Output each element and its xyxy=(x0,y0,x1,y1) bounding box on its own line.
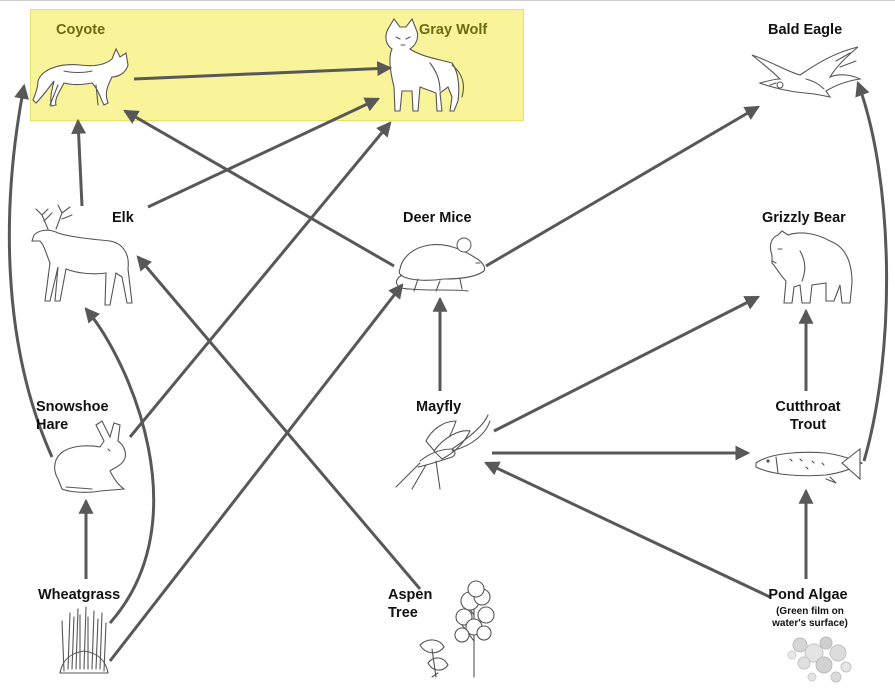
grizzly-bear-label: Grizzly Bear xyxy=(762,210,846,226)
wheatgrass-icon xyxy=(59,606,109,674)
mayfly-icon xyxy=(395,414,491,490)
arrow-trout-to-bald-eagle xyxy=(855,80,889,462)
cutthroat-trout-label-line1: Cutthroat xyxy=(775,399,841,415)
wheatgrass-label: Wheatgrass xyxy=(38,587,121,603)
cutthroat-trout-label-line2: Trout xyxy=(789,417,827,433)
bald-eagle-icon xyxy=(751,46,862,98)
bald-eagle-label: Bald Eagle xyxy=(768,22,843,38)
energy-flow-arrows xyxy=(7,61,889,662)
arrow-deer-mice-to-bald-eagle xyxy=(485,105,760,268)
pond-algae-note-line1: (Green film on xyxy=(776,606,844,617)
arrow-coyote-to-gray-wolf xyxy=(133,61,393,81)
arrow-deer-mice-to-coyote xyxy=(123,109,395,268)
aspen-tree-label-line2: Tree xyxy=(388,605,418,621)
arrow-elk-to-coyote xyxy=(71,118,87,207)
coyote-icon xyxy=(32,47,129,107)
mayfly-label: Mayfly xyxy=(416,399,462,415)
coyote-label: Coyote xyxy=(56,22,106,38)
grizzly-bear-icon xyxy=(769,230,853,304)
gray-wolf-icon xyxy=(385,17,465,112)
arrow-wheatgrass-to-deer-mice xyxy=(108,283,404,662)
cutthroat-trout-icon xyxy=(755,447,864,484)
pond-algae-icon xyxy=(787,636,852,683)
snowshoe-hare-icon xyxy=(54,420,127,493)
arrow-aspen-to-elk xyxy=(136,255,422,590)
arrow-elk-to-gray-wolf xyxy=(147,97,381,209)
snowshoe-hare-label-line2: Hare xyxy=(36,417,69,433)
arrow-hare-to-gray-wolf xyxy=(128,121,392,438)
arrow-algae-to-mayfly xyxy=(483,461,771,599)
aspen-tree-label-line1: Aspen xyxy=(388,587,433,603)
arrow-hare-to-coyote xyxy=(7,83,54,458)
gray-wolf-label: Gray Wolf xyxy=(419,22,488,38)
aspen-tree-icon xyxy=(419,580,495,678)
deer-mice-label: Deer Mice xyxy=(403,210,472,226)
elk-icon xyxy=(31,204,133,306)
arrow-wheatgrass-to-elk xyxy=(84,307,156,624)
elk-label: Elk xyxy=(112,210,134,226)
snowshoe-hare-label-line1: Snowshoe xyxy=(36,399,109,415)
arrow-mayfly-to-grizzly xyxy=(493,295,761,433)
pond-algae-label: Pond Algae xyxy=(768,587,848,603)
pond-algae-note-line2: water's surface) xyxy=(772,618,848,629)
deer-mice-icon xyxy=(395,237,486,292)
